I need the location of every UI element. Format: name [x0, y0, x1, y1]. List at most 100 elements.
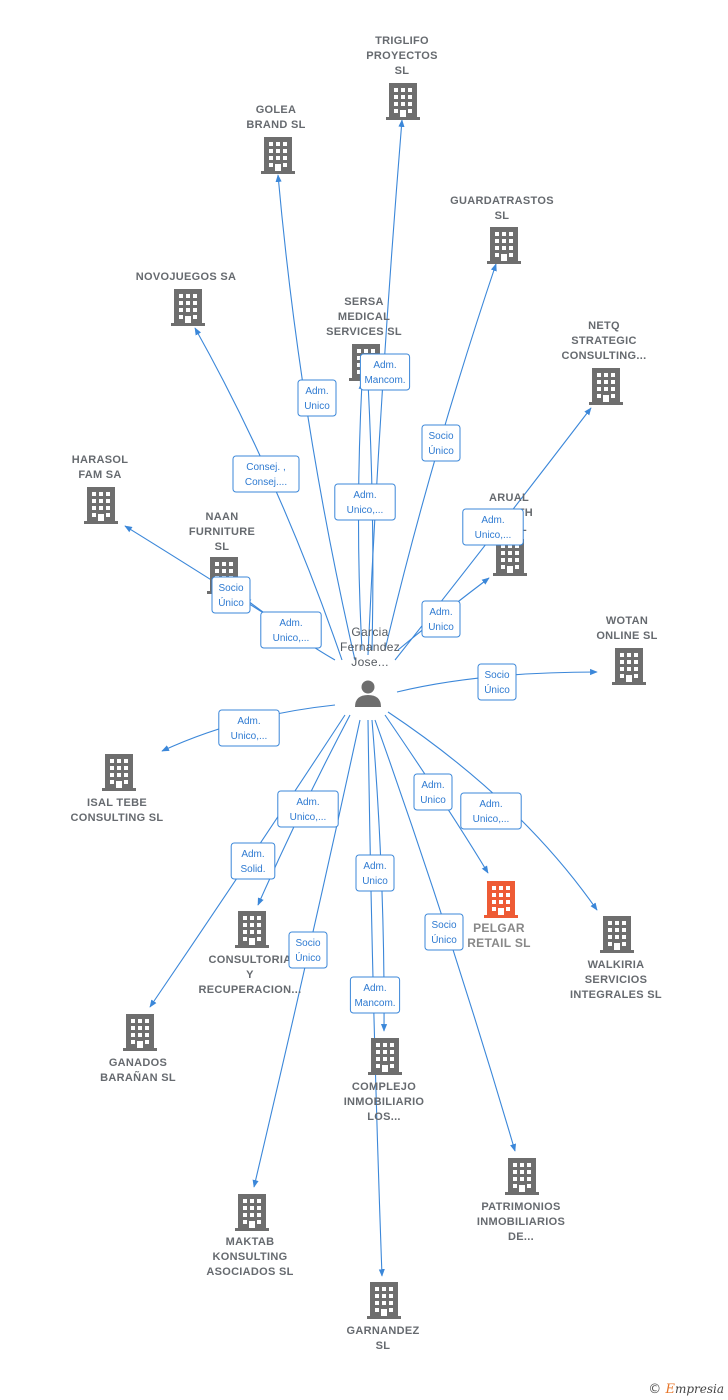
- building-icon: [612, 648, 646, 685]
- node-triglifo[interactable]: TRIGLIFO PROYECTOS SL: [366, 35, 438, 120]
- edge-label-sersa-5[interactable]: Adm.Unico,...: [334, 483, 396, 521]
- node-label-line: SL: [215, 541, 230, 553]
- edge-label-box: [288, 931, 328, 969]
- node-harasol[interactable]: HARASOL FAM SA: [72, 454, 129, 524]
- edge-label-text: Único: [218, 596, 244, 609]
- node-label-line: KONSULTING: [213, 1251, 288, 1263]
- node-label-line: PROYECTOS: [366, 50, 438, 62]
- edge-label-box: [349, 976, 401, 1014]
- edge-label-box: [421, 600, 461, 638]
- node-label-line: FAM SA: [78, 469, 121, 481]
- edge-label-naan-9[interactable]: Adm.Unico,...: [260, 611, 322, 649]
- node-label-line: GUARDATRASTOS: [450, 195, 554, 207]
- node-ganados[interactable]: GANADOS BARAÑAN SL: [100, 1014, 176, 1084]
- node-label-line: RECUPERACION...: [199, 984, 302, 996]
- edge-label-box: [334, 483, 396, 521]
- edge-label-text: Adm.: [296, 797, 319, 808]
- edge-label-text: Consej....: [245, 477, 287, 488]
- node-label-line: HARASOL: [72, 454, 129, 466]
- node-label-line: INMOBILIARIO: [344, 1096, 425, 1108]
- person-name-line: Fernandez: [340, 640, 400, 654]
- node-complejo[interactable]: COMPLEJOINMOBILIARIOLOS...: [344, 1038, 425, 1123]
- node-label-line: ARUAL: [489, 492, 529, 504]
- node-label-line: WALKIRIA: [588, 959, 645, 971]
- edge-label-text: Unico: [304, 401, 330, 412]
- node-label-line: PATRIMONIOS: [481, 1201, 560, 1213]
- edge-label-garnandez-19[interactable]: Adm.Mancom.: [349, 976, 401, 1014]
- edge-label-pelgar-12[interactable]: Adm. Unico: [413, 773, 453, 811]
- node-label-line: SERVICES SL: [326, 326, 402, 338]
- node-netq[interactable]: NETQSTRATEGICCONSULTING...: [562, 320, 647, 405]
- edge-label-text: Unico: [420, 795, 446, 806]
- edge-label-box: [260, 611, 322, 649]
- node-consultoria[interactable]: CONSULTORIAYRECUPERACION...: [199, 911, 302, 996]
- edge-label-text: Socio: [428, 431, 453, 442]
- node-label-line: GOLEA: [256, 104, 297, 116]
- edge-label-novojuegos-3[interactable]: Consej. ,Consej....: [232, 455, 300, 493]
- edge-label-netq-6[interactable]: Adm.Unico,...: [462, 508, 524, 546]
- node-label-line: SL: [395, 65, 410, 77]
- edge-label-box: [421, 424, 461, 462]
- node-label-triglifo: TRIGLIFO PROYECTOS SL: [366, 35, 438, 77]
- node-novojuegos[interactable]: NOVOJUEGOS SA: [136, 271, 236, 326]
- building-icon: [235, 911, 269, 948]
- node-label-line: TRIGLIFO: [375, 35, 429, 47]
- node-label-line: BRAND SL: [246, 119, 305, 131]
- edge-label-walkiria-13[interactable]: Adm.Unico,...: [460, 792, 522, 830]
- edge-label-isal-11[interactable]: Adm.Unico,...: [218, 709, 280, 747]
- building-icon: [589, 368, 623, 405]
- node-label-harasol: HARASOL FAM SA: [72, 454, 129, 481]
- node-golea[interactable]: GOLEA BRAND SL: [246, 104, 305, 174]
- edge-label-text: Unico,...: [290, 812, 327, 823]
- node-label-line: BARAÑAN SL: [100, 1071, 176, 1084]
- edge-label-box: [355, 854, 395, 892]
- edge-label-text: Adm.: [421, 780, 444, 791]
- edge-label-text: Mancom.: [354, 998, 395, 1009]
- node-patrimonios[interactable]: PATRIMONIOSINMOBILIARIOSDE...: [477, 1158, 565, 1243]
- node-label-line: ASOCIADOS SL: [206, 1266, 293, 1278]
- edge-golea-1: [275, 174, 356, 661]
- node-label-line: ONLINE SL: [596, 630, 657, 642]
- node-label-line: CONSULTING...: [562, 350, 647, 362]
- edge-label-golea-1[interactable]: Adm. Unico: [297, 379, 337, 417]
- edge-label-text: Adm.: [305, 386, 328, 397]
- node-label-line: SL: [376, 1340, 391, 1352]
- edge-label-arual-8[interactable]: Adm.Unico: [421, 600, 461, 638]
- edge-label-text: Adm.: [363, 861, 386, 872]
- node-label-line: GANADOS: [109, 1057, 167, 1069]
- edge-label-box: [462, 508, 524, 546]
- edge-label-text: Socio: [295, 938, 320, 949]
- edge-label-text: Unico: [362, 876, 388, 887]
- edge-label-sersa-4[interactable]: Adm.Mancom.: [359, 353, 411, 391]
- node-label-line: CONSULTORIA: [209, 954, 292, 966]
- node-label-golea: GOLEA BRAND SL: [246, 104, 305, 131]
- person-icon-body: [355, 695, 381, 707]
- building-icon: [368, 1038, 402, 1075]
- person-name-line: Jose...: [351, 655, 388, 669]
- edge-label-consultoria-14[interactable]: Adm. Unico,...: [277, 790, 339, 828]
- edge-label-text: Adm.: [241, 849, 264, 860]
- edge-label-ganados-15[interactable]: Adm.Solid.: [230, 842, 276, 880]
- footer-brand[interactable]: © Empresia: [648, 1382, 724, 1397]
- edge-label-complejo-16[interactable]: Adm. Unico: [355, 854, 395, 892]
- node-person[interactable]: GarciaFernandezJose...: [340, 625, 400, 707]
